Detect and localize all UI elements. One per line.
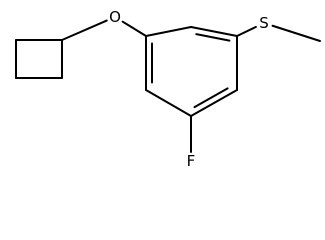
atom-label-o: O bbox=[109, 8, 121, 26]
bond-c3-c4-inner bbox=[193, 87, 229, 109]
bond-s-me bbox=[271, 24, 321, 42]
bond-o-cb1 bbox=[61, 19, 108, 41]
atom-label-f: F bbox=[187, 152, 196, 170]
bond-c3-c4 bbox=[190, 89, 238, 117]
atom-label-layer: O S F bbox=[109, 8, 269, 170]
atom-label-s: S bbox=[259, 14, 269, 32]
bond-c6-c1 bbox=[145, 26, 192, 37]
bond-c2-s bbox=[236, 25, 257, 37]
bond-c1-c2 bbox=[190, 26, 238, 37]
bond-c4-c5 bbox=[145, 89, 192, 117]
molecule-structure: O S F bbox=[15, 8, 321, 170]
bond-layer bbox=[15, 19, 321, 153]
bond-c6-o bbox=[121, 20, 147, 37]
bond-c1-c2-inner bbox=[195, 33, 231, 42]
